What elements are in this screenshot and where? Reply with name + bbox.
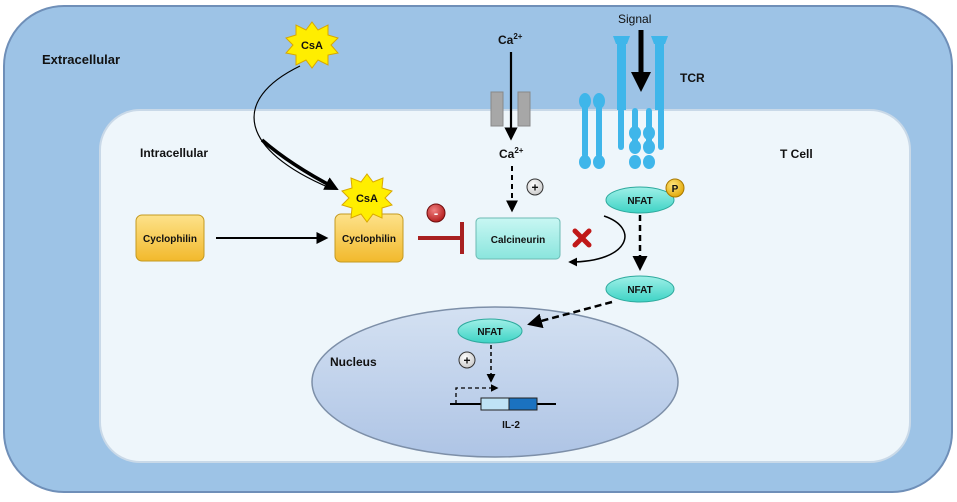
t-cell-label: T Cell bbox=[780, 147, 813, 161]
cyclophilin-free: Cyclophilin bbox=[135, 214, 205, 262]
cyclophilin-free-label: Cyclophilin bbox=[143, 234, 197, 245]
csa-outside-label: CsA bbox=[301, 40, 323, 52]
nfat-phosphorylated: NFAT P bbox=[605, 178, 685, 214]
phosphate-circle-icon bbox=[665, 178, 685, 198]
nfat-cytoplasm: NFAT bbox=[605, 275, 675, 303]
activation-plus-icon: + bbox=[526, 178, 544, 196]
extracellular-label: Extracellular bbox=[42, 52, 120, 67]
csa-molecule-outside: CsA bbox=[285, 21, 339, 69]
cyclophilin-csa-complex: Cyclophilin CsA bbox=[334, 173, 404, 263]
inhibition-bar-icon bbox=[418, 222, 464, 254]
il2-label: IL-2 bbox=[502, 420, 520, 431]
transcription-plus-icon: + bbox=[458, 351, 476, 369]
calcium-channel bbox=[490, 91, 531, 127]
nucleus-label: Nucleus bbox=[330, 355, 377, 369]
intracellular-label: Intracellular bbox=[140, 146, 208, 160]
svg-text:+: + bbox=[531, 181, 538, 195]
cyclophilin-bound-label: Cyclophilin bbox=[342, 234, 396, 245]
svg-text:-: - bbox=[434, 206, 438, 221]
nuclear-translocation-arrow bbox=[527, 300, 613, 329]
calcium-inside-label: Ca2+ bbox=[499, 146, 524, 161]
nfat-cytoplasm-label: NFAT bbox=[627, 285, 652, 296]
nfat-nucleus: NFAT bbox=[457, 318, 523, 344]
svg-text:+: + bbox=[463, 354, 470, 368]
calcineurin: Calcineurin bbox=[475, 217, 561, 260]
il2-gene-icon bbox=[450, 384, 556, 411]
calcium-outside-label: Ca2+ bbox=[498, 32, 523, 47]
csa-bound-label: CsA bbox=[356, 193, 378, 205]
dephosphorylation-loop-arrow bbox=[568, 215, 626, 267]
intracellular-region bbox=[99, 109, 911, 463]
calcineurin-label: Calcineurin bbox=[491, 235, 545, 246]
phosphate-label: P bbox=[672, 184, 679, 195]
red-x-icon bbox=[572, 228, 592, 248]
tcr-receptor-icon bbox=[579, 36, 668, 169]
nfat-phospho-label: NFAT bbox=[627, 196, 652, 207]
signal-label: Signal bbox=[618, 12, 651, 26]
inhibition-minus-icon: - bbox=[426, 203, 446, 223]
tcr-label: TCR bbox=[680, 71, 705, 85]
csa-entry-arrow bbox=[253, 65, 331, 189]
nfat-nucleus-label: NFAT bbox=[477, 327, 502, 338]
